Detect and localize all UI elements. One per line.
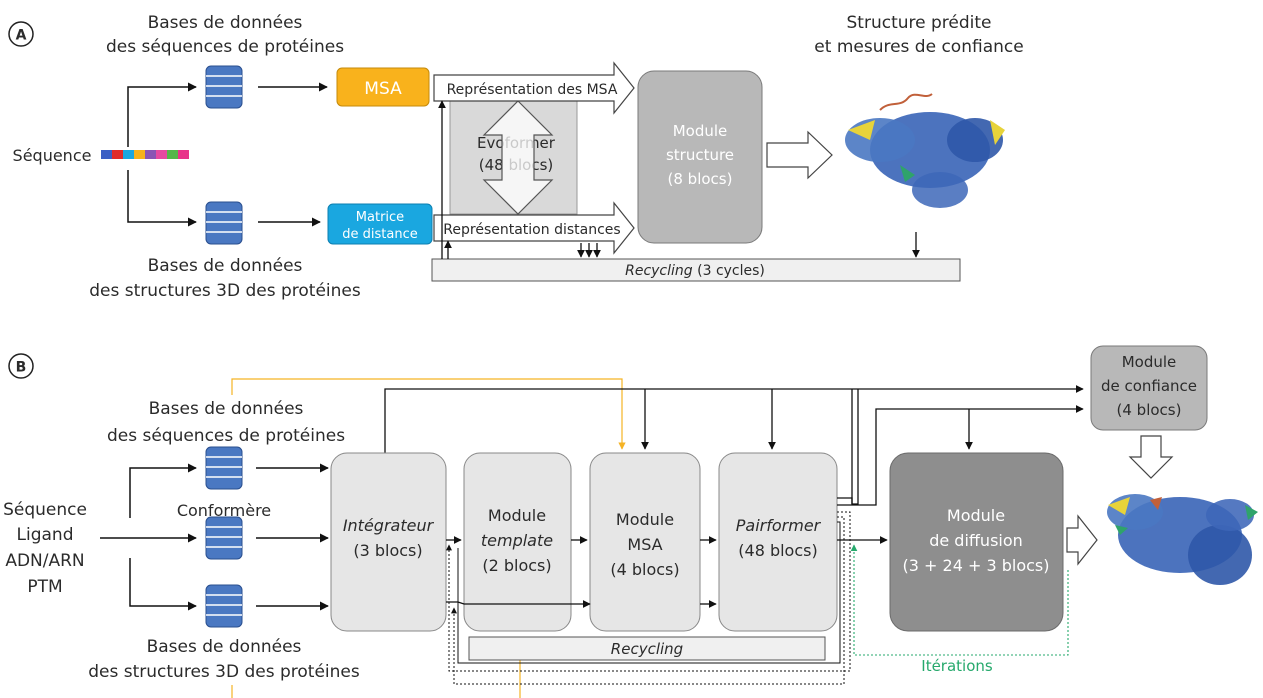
a-structure-line2: structure (666, 146, 734, 164)
b-template-module-box (463, 452, 572, 632)
panel-b-label: B (16, 360, 27, 376)
a-structure-line1: Module (673, 122, 728, 140)
b-top-line-to-confidence (384, 385, 1084, 453)
panel-b: B Bases de données des séquences de prot… (3, 345, 1258, 698)
b-template-line3: (2 blocs) (482, 556, 551, 575)
sequence-residue (101, 150, 112, 159)
a-structure-module-box (637, 70, 763, 244)
a-recycling-rest: (3 cycles) (693, 263, 765, 279)
a-sequence-bar (101, 150, 189, 159)
b-branch-to-confidence-2 (837, 405, 1084, 506)
a-output-title-line2: et mesures de confiance (814, 37, 1023, 57)
b-input-ligand: Ligand (17, 525, 74, 545)
a-distance-box (327, 203, 433, 245)
b-diffusion-line2: de diffusion (929, 531, 1023, 550)
a-msa-representation-label: Représentation des MSA (447, 82, 618, 98)
b-recycling-solid (457, 521, 841, 664)
sequence-residue (156, 150, 167, 159)
b-db-seq-icon (205, 446, 243, 490)
b-diffusion-line1: Module (947, 506, 1005, 525)
b-integrator-box (330, 452, 447, 632)
a-distance-representation-label: Représentation distances (443, 222, 620, 238)
b-template-line2: template (481, 531, 553, 550)
sequence-residue (123, 150, 134, 159)
b-arrow-to-struct-db (129, 558, 197, 611)
b-msa-module-box (589, 452, 701, 632)
a-db-struct-title-line1: Bases de données (148, 256, 303, 276)
a-recycling-label: Recycling (3 cycles) (625, 263, 765, 279)
sequence-residue (178, 150, 189, 159)
b-arrow-to-seq-db (129, 463, 197, 518)
b-conformer-icon (205, 516, 243, 560)
a-distance-line1: Matrice (356, 210, 404, 225)
b-iterations-loop (850, 544, 1069, 656)
sequence-residue (134, 150, 145, 159)
b-msa-line3: (4 blocs) (610, 560, 679, 579)
b-integrator-line2: (3 blocs) (353, 541, 422, 560)
b-db-struct-icon (205, 584, 243, 628)
b-iterations-label: Itérations (921, 657, 993, 675)
a-evoformer-exchange-arrow (482, 100, 554, 215)
b-predicted-protein-structure (1107, 494, 1258, 585)
panel-a: A Bases de données des séquences de prot… (8, 13, 1024, 301)
a-distance-representation-arrow (433, 201, 635, 255)
b-output-arrow (1066, 514, 1098, 566)
panel-b-badge (8, 353, 34, 379)
a-db-struct-title-line2: des structures 3D des protéines (89, 281, 361, 301)
b-input-sequence: Séquence (3, 500, 87, 520)
b-template-line1: Module (488, 506, 546, 525)
b-input-ptm: PTM (27, 577, 62, 597)
b-conformer-label: Conformère (177, 501, 271, 520)
a-arrow-seq-to-struct-db (127, 170, 197, 227)
a-msa-representation-arrow (433, 61, 635, 115)
a-db-seq-title-line2: des séquences de protéines (106, 37, 344, 57)
b-pairformer-box (718, 452, 838, 632)
a-recycling-word: Recycling (625, 263, 693, 279)
b-recycling-bar (468, 636, 826, 661)
a-db-seq-title-line1: Bases de données (148, 13, 303, 33)
a-db-struct-icon (205, 201, 243, 245)
a-arrow-seq-to-msa-db (127, 82, 197, 147)
b-recycling-dotted-2 (451, 516, 845, 685)
b-branch-to-confidence-1 (837, 389, 859, 505)
b-msa-line1: Module (616, 510, 674, 529)
b-recycling-dotted-1 (446, 511, 851, 672)
b-confidence-line2: de confiance (1101, 377, 1197, 395)
a-output-arrow (766, 130, 833, 180)
a-structure-line3: (8 blocs) (668, 170, 733, 188)
b-confidence-line1: Module (1122, 353, 1177, 371)
b-confidence-down-arrow (1128, 435, 1174, 479)
panel-a-badge (8, 21, 34, 47)
a-predicted-protein-structure (845, 93, 1005, 208)
b-integrator-line1: Intégrateur (343, 516, 435, 535)
b-confidence-line3: (4 blocs) (1117, 401, 1182, 419)
b-diffusion-line3: (3 + 24 + 3 blocs) (903, 556, 1050, 575)
b-arrow-integrator-to-msa-bottom (446, 600, 591, 608)
a-sequence-label: Séquence (13, 146, 92, 165)
sequence-residue (167, 150, 178, 159)
b-db-seq-title-line1: Bases de données (149, 399, 304, 419)
a-msa-label: MSA (364, 79, 402, 99)
b-pairformer-line1: Pairformer (736, 516, 822, 535)
sequence-residue (145, 150, 156, 159)
b-msa-line2: MSA (627, 535, 662, 554)
b-confidence-module-box (1090, 345, 1208, 431)
a-distance-line2: de distance (342, 227, 417, 242)
b-template-line-top (231, 378, 626, 450)
b-db-struct-title-line2: des structures 3D des protéines (88, 662, 360, 682)
a-recycling-bar (431, 258, 961, 282)
sequence-residue (112, 150, 123, 159)
b-db-struct-title-line1: Bases de données (147, 637, 302, 657)
panel-a-label: A (16, 28, 27, 44)
b-recycling-label: Recycling (611, 640, 683, 658)
b-input-dna-rna: ADN/ARN (5, 551, 84, 571)
b-diffusion-module-box (889, 452, 1064, 632)
a-db-seq-icon (205, 65, 243, 109)
b-db-seq-title-line2: des séquences de protéines (107, 426, 345, 446)
a-output-title-line1: Structure prédite (847, 13, 992, 33)
b-pairformer-line2: (48 blocs) (738, 541, 817, 560)
a-msa-box (336, 67, 430, 107)
